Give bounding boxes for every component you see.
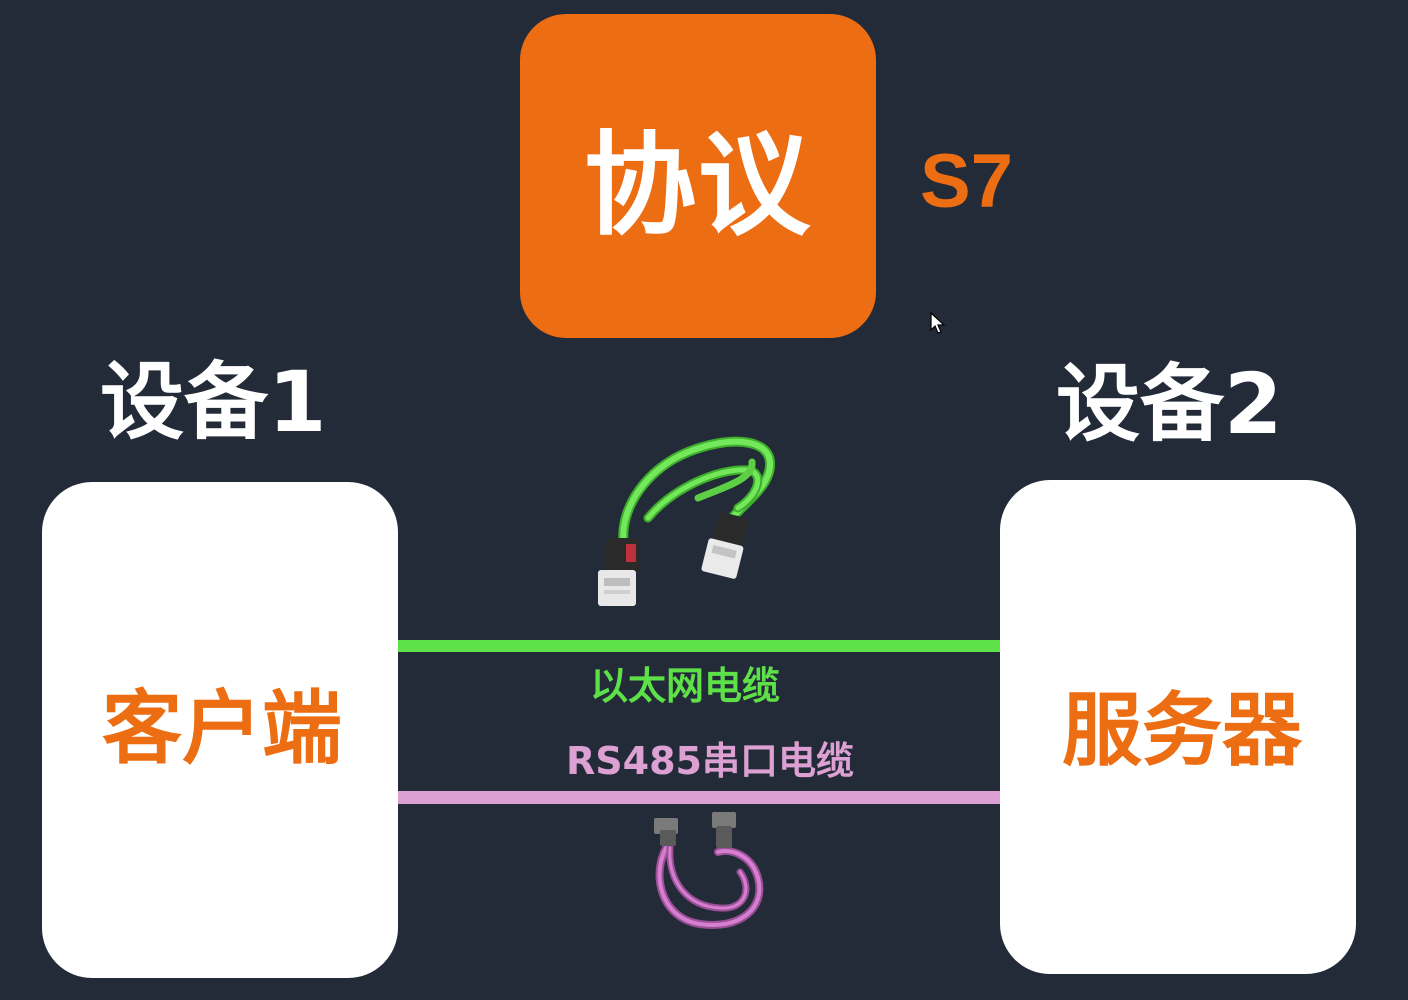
protocol-value: S7 [920,139,1013,224]
protocol-box: 协议 [520,14,876,338]
protocol-label: 协议 [584,121,812,251]
mouse-cursor-icon [930,312,946,334]
rs485-cable-icon [654,812,764,929]
device2-title: 设备2 [1056,355,1283,453]
rs485-cable-line [398,791,1000,804]
server-role-label: 服务器 [1062,684,1302,777]
rs485-cable-label: RS485串口电缆 [566,739,854,783]
client-role-label: 客户端 [102,682,342,775]
device1-title: 设备1 [100,353,327,451]
ethernet-cable-icon [598,436,775,606]
ethernet-cable-label: 以太网电缆 [590,664,781,708]
ethernet-cable-line [398,640,1000,652]
client-device-box: 客户端 [42,482,398,978]
server-device-box: 服务器 [1000,480,1356,974]
